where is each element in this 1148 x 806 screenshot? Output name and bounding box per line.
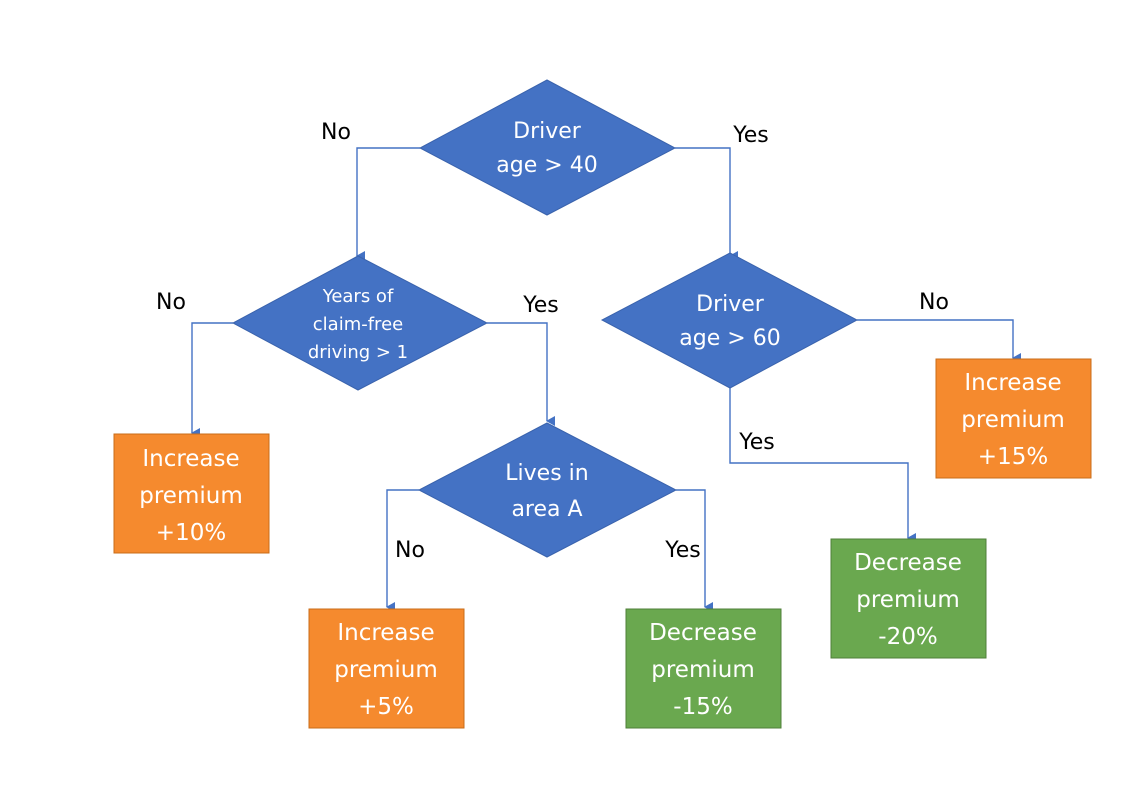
connector-age60-yes <box>729 388 916 543</box>
outcome-decrease-20-line3: -20% <box>878 624 937 650</box>
decision-claim-free-line3: driving > 1 <box>308 342 408 363</box>
connector-age40-yes <box>675 147 738 261</box>
connector-age40-no <box>356 147 420 261</box>
edge-label-areaA-no: No <box>395 538 425 563</box>
outcome-decrease-20: Decrease premium -20% <box>830 538 987 659</box>
decision-age-60-line1: Driver <box>696 292 765 317</box>
decision-age-40-line1: Driver <box>513 119 582 144</box>
outcome-decrease-15-line2: premium <box>651 657 754 683</box>
outcome-increase-15-line3: +15% <box>978 444 1048 470</box>
outcome-increase-15-line1: Increase <box>964 370 1061 396</box>
outcome-increase-15: Increase premium +15% <box>935 358 1092 479</box>
connector-areaA-yes <box>676 489 713 612</box>
edge-label-claimfree-no: No <box>156 290 186 315</box>
decision-age-60: Driver age > 60 <box>600 252 859 389</box>
outcome-increase-10: Increase premium +10% <box>113 433 270 554</box>
decision-claim-free-line2: claim-free <box>313 314 403 335</box>
outcome-decrease-15: Decrease premium -15% <box>625 608 782 729</box>
connector-age60-no <box>857 319 1021 363</box>
outcome-increase-15-line2: premium <box>961 407 1064 433</box>
decision-age-60-line2: age > 60 <box>679 326 780 351</box>
outcome-decrease-20-line1: Decrease <box>854 550 962 576</box>
connector-claimfree-yes <box>487 322 555 426</box>
outcome-decrease-20-line2: premium <box>856 587 959 613</box>
decision-age-40: Driver age > 40 <box>418 79 677 216</box>
decision-claim-free: Years of claim-free driving > 1 <box>231 255 489 391</box>
edge-label-age40-yes: Yes <box>732 123 769 148</box>
decision-area-a-line1: Lives in <box>505 461 588 486</box>
outcome-increase-10-line2: premium <box>139 483 242 509</box>
edge-label-age60-yes: Yes <box>738 430 775 455</box>
outcome-increase-5-line1: Increase <box>337 620 434 646</box>
outcome-increase-5-line3: +5% <box>358 694 414 720</box>
decision-area-a-line2: area A <box>511 497 582 522</box>
outcome-increase-5: Increase premium +5% <box>308 608 465 729</box>
edge-label-claimfree-yes: Yes <box>522 293 559 318</box>
outcome-increase-10-line3: +10% <box>156 520 226 546</box>
connector-claimfree-no <box>191 322 233 438</box>
outcome-decrease-15-line1: Decrease <box>649 620 757 646</box>
outcome-increase-5-line2: premium <box>334 657 437 683</box>
connector-areaA-no <box>386 489 419 612</box>
decision-age-40-line2: age > 40 <box>496 153 597 178</box>
decision-area-a: Lives in area A <box>417 422 678 558</box>
edge-label-age60-no: No <box>919 290 949 315</box>
outcome-increase-10-line1: Increase <box>142 446 239 472</box>
outcome-decrease-15-line3: -15% <box>673 694 732 720</box>
edge-label-age40-no: No <box>321 120 351 145</box>
edge-label-areaA-yes: Yes <box>664 538 701 563</box>
decision-claim-free-line1: Years of <box>322 286 394 307</box>
